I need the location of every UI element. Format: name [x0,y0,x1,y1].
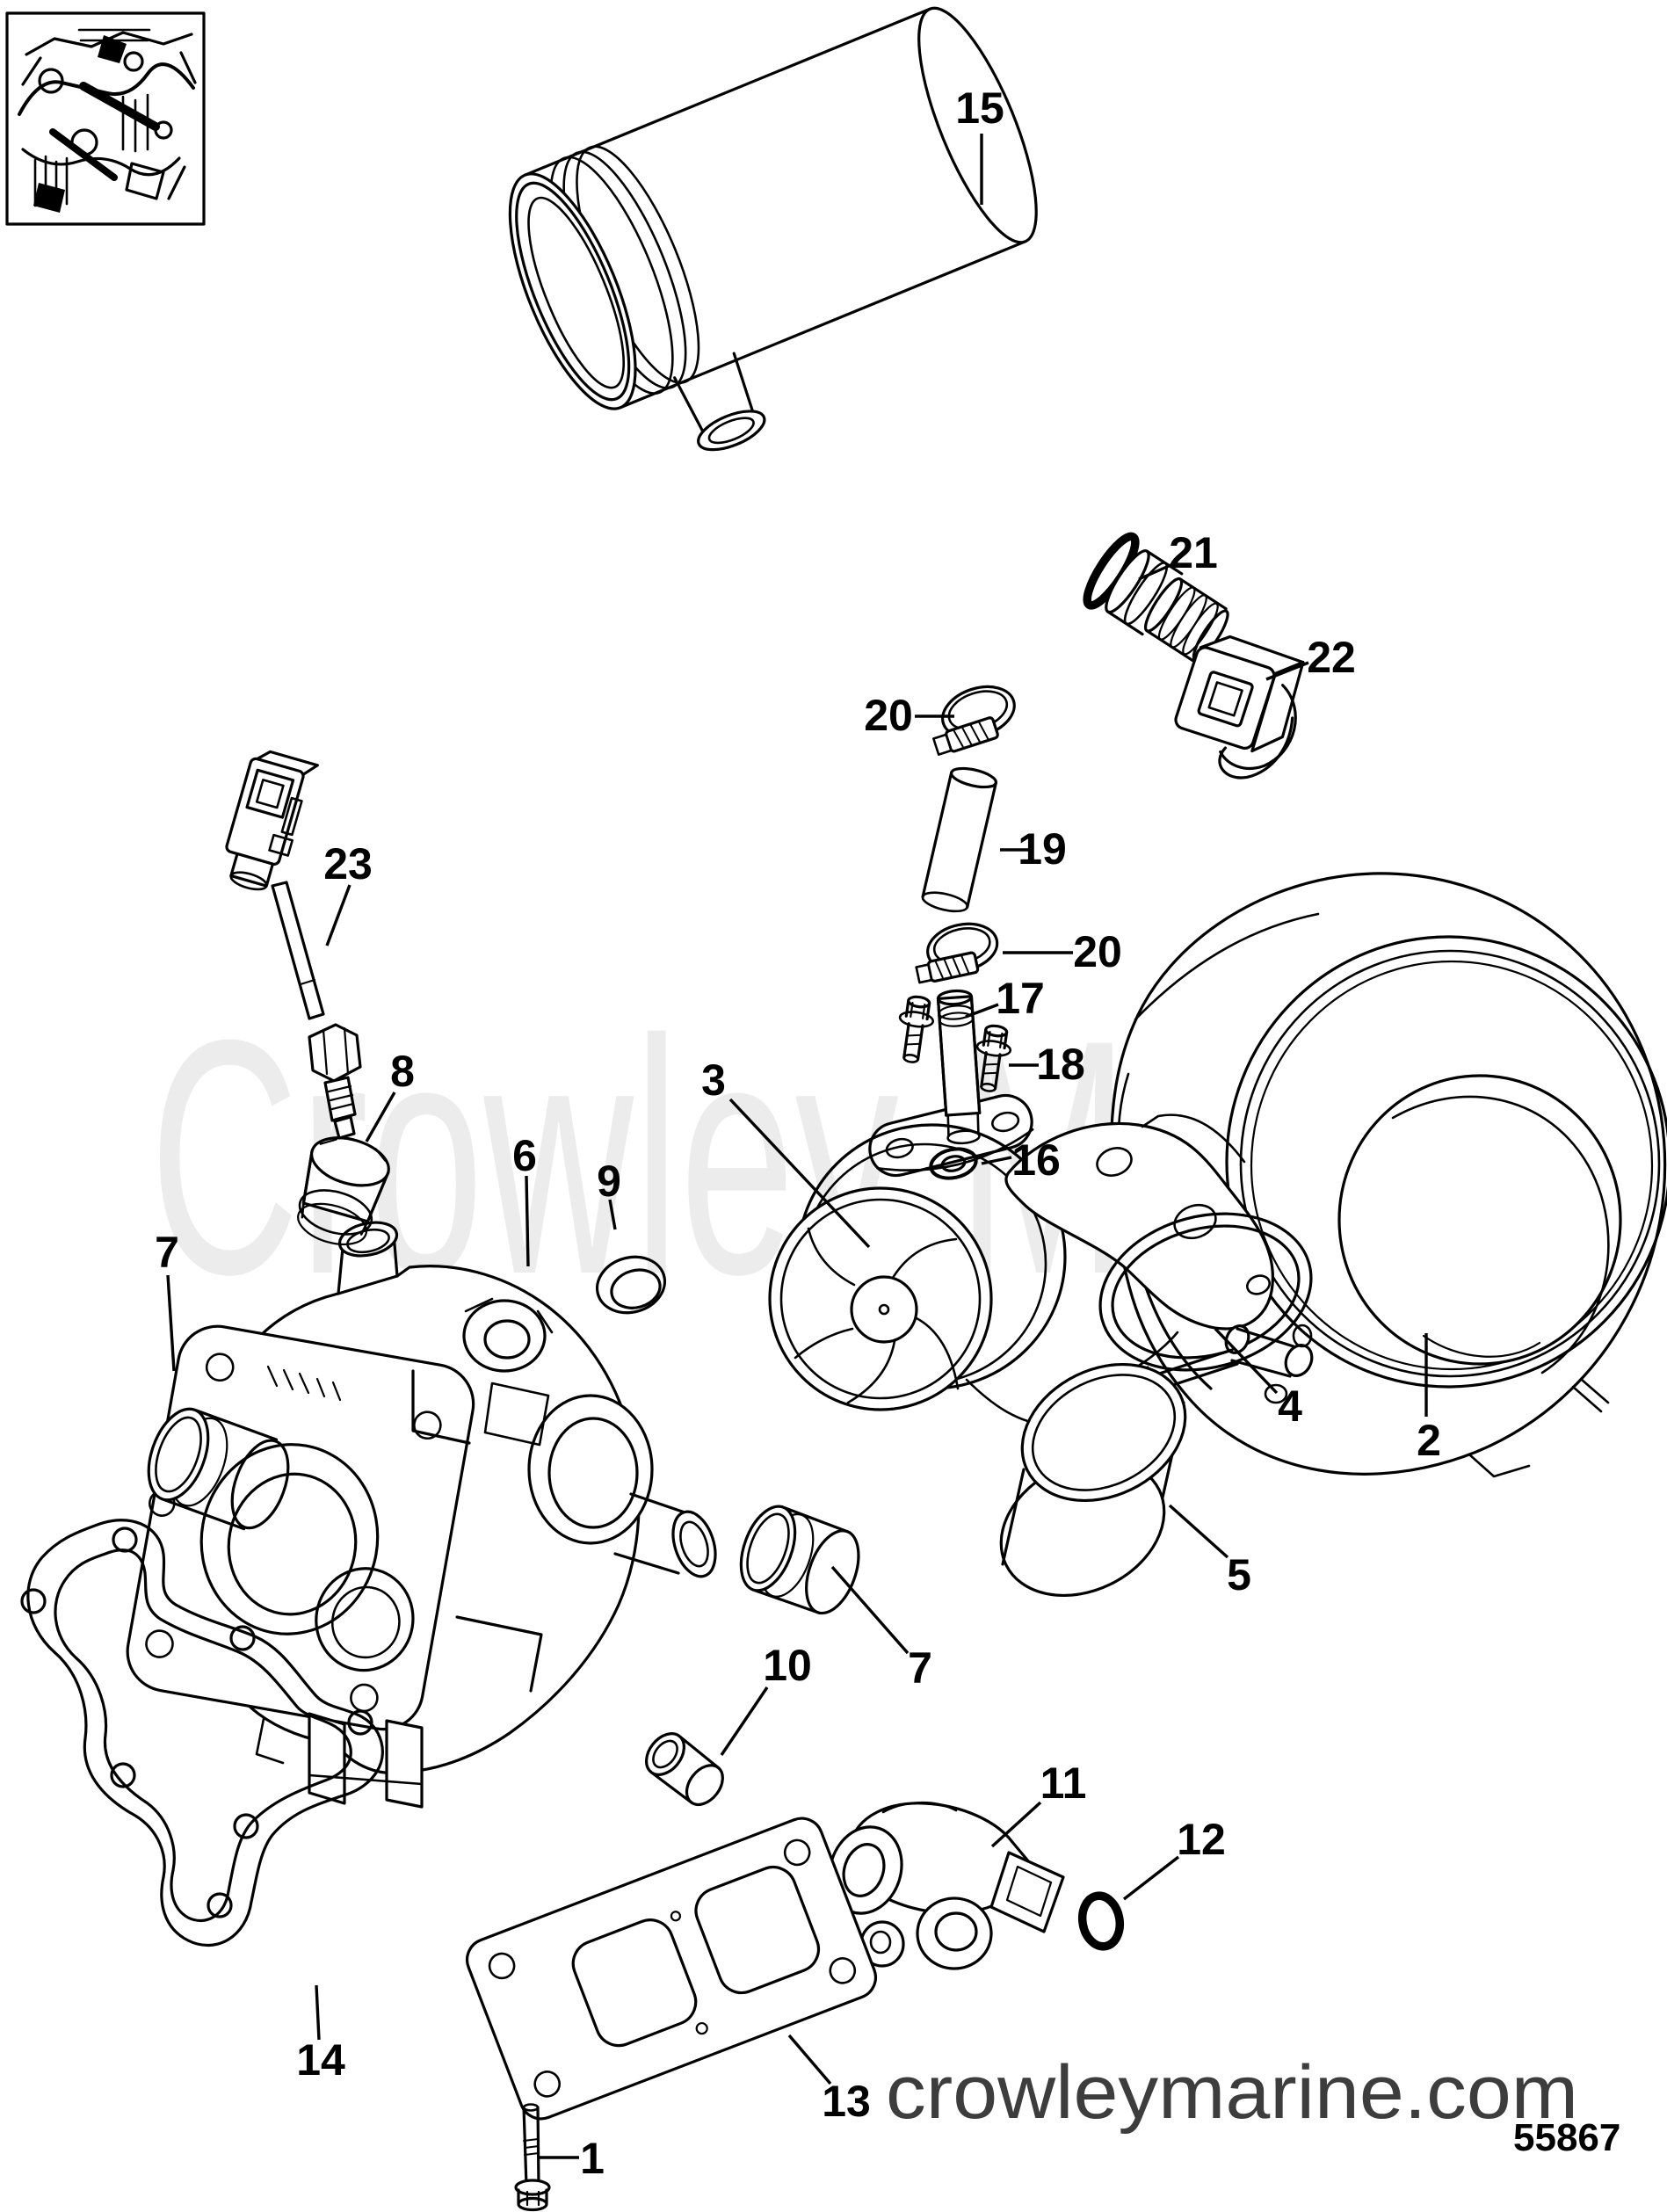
callout-10: 10 [763,1641,812,1690]
callout-19: 19 [1018,824,1067,874]
part-square-connector [1174,635,1305,780]
part-seal-ring [595,1255,667,1315]
part-coupler-sleeve-left [147,1407,290,1531]
part-turbo-housing [126,1221,717,1809]
part-oring [1077,1891,1125,1951]
leader-lines [166,134,1428,2159]
leader-16 [981,1156,1012,1165]
callout-8: 8 [390,1047,415,1096]
leader-11 [990,1801,1042,1848]
engine-thumbnail-inset [5,11,206,226]
part-coupler-sleeve-right [739,1505,860,1615]
footer-website-text: crowleymarine.com [886,2050,1578,2135]
leader-14 [315,1984,321,2041]
leader-8 [365,1091,396,1142]
part-flange-bolt-a [898,995,935,1063]
leader-7a [166,1274,176,1372]
callout-9: 9 [597,1157,621,1206]
callout-7a: 7 [155,1228,179,1277]
leader-9 [608,1199,617,1230]
callout-13: 13 [822,2077,871,2126]
callout-4: 4 [1278,1382,1302,1431]
leader-10 [720,1686,769,1756]
callout-20b: 20 [1073,927,1122,976]
callout-11: 11 [1040,1759,1087,1808]
callout-14: 14 [296,2035,345,2085]
callout-6: 6 [512,1131,537,1180]
part-air-silencer-cylinder [508,6,1038,452]
callout-2: 2 [1417,1416,1441,1465]
callout-15: 15 [955,83,1004,133]
callout-23: 23 [323,839,373,888]
part-bolt [514,2103,551,2212]
part-flange-bolt-b [975,1024,1012,1092]
callout-20a: 20 [864,691,913,740]
callout-1: 1 [580,2134,605,2183]
part-small-oring [929,1147,978,1180]
leader-3 [728,1098,871,1249]
part-hose-sleeve [999,1362,1187,1598]
leader-21 [1138,562,1176,581]
part-plug-cap [297,1136,390,1246]
leader-6 [525,1175,530,1267]
callout-5: 5 [1227,1550,1251,1599]
footer-doc-number: 55867 [1513,2116,1620,2159]
callout-22: 22 [1307,633,1356,682]
part-hose-clamp-upper [932,685,1016,756]
part-fitting-plug [1083,532,1229,663]
part-elbow-fitting [828,1801,1065,1970]
part-turbine-gasket [20,1519,384,1947]
callout-18: 18 [1036,1040,1085,1089]
leader-17 [965,1003,999,1019]
leader-23 [325,884,352,946]
leader-7b [830,1565,910,1655]
callout-labels: 15 21 22 20 19 20 17 18 16 23 8 6 9 3 7 … [155,83,1441,2183]
leader-13 [787,2034,832,2085]
part-mounting-gasket [465,1817,878,2121]
part-temp-sensor [225,750,362,1140]
callout-16: 16 [1011,1135,1061,1185]
part-spacer-bushing [645,1732,724,1807]
callout-3: 3 [701,1055,726,1105]
callout-12: 12 [1177,1815,1226,1864]
callout-7b: 7 [908,1643,932,1693]
leader-22 [1265,661,1309,681]
callout-21: 21 [1169,528,1218,577]
part-hose-tube [921,766,998,913]
leader-5 [1168,1504,1229,1559]
callout-17: 17 [996,974,1045,1023]
part-compressor-assembly [768,1113,1275,1427]
leader-4 [1214,1327,1279,1395]
leader-12 [1122,1855,1180,1901]
part-hose-clamp-lower [915,922,999,984]
